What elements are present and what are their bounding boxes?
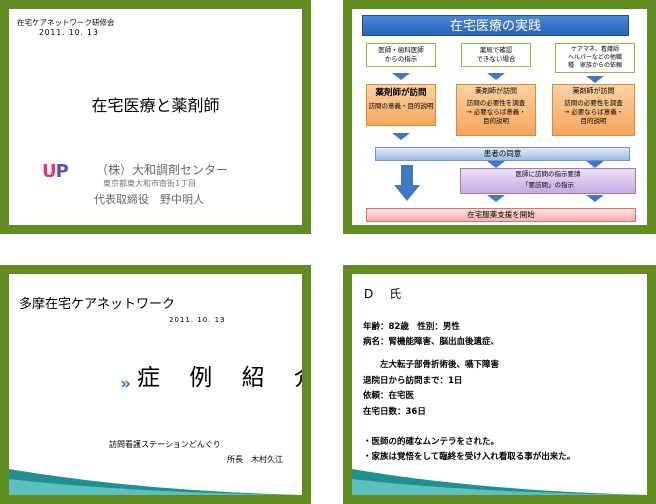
slide-3-content: 多摩在宅ケアネットワーク 2011. 10. 13 » 症 例 紹 介 訪問看護…: [9, 274, 302, 495]
flow-box-text: ケアマネ、看護師 ヘルパーなどの他職 種 家族からの依頼: [567, 46, 622, 69]
case-detail-line: 在宅日数：36日: [363, 407, 426, 417]
flow-box-sub: 訪問の意義・目的説明: [368, 102, 434, 110]
flow-box-text: 薬局で確認 できない場合: [476, 46, 516, 63]
flow-box-visit-1: 薬剤師が訪問 訪問の意義・目的説明: [366, 84, 436, 126]
slide-2-thumbnail[interactable]: 在宅医療の実践 医師・歯科医師 からの指示 薬局で確認 できない場合 ケアマネ、…: [343, 0, 656, 234]
slide-1-content: 在宅ケアネットワーク研修会 2011. 10. 13 在宅医療と薬剤師 UP （…: [9, 9, 302, 225]
flow-box-doctor: 医師・歯科医師 からの指示: [366, 43, 436, 67]
representative-name: 代表取締役 野中明人: [94, 193, 204, 206]
date-label: 2011. 10. 13: [169, 316, 226, 324]
slide-1-thumbnail[interactable]: 在宅ケアネットワーク研修会 2011. 10. 13 在宅医療と薬剤師 UP （…: [0, 0, 311, 234]
flow-box-visit-2: 薬剤師が訪問 訪問の必要性を調査 → 必要ならば意義・ 目的説明: [456, 84, 536, 136]
down-arrow-icon: [487, 73, 505, 80]
case-detail-line: 左大転子部骨折術後、嚥下障害: [363, 360, 500, 370]
flow-box-visit-3: 薬剤師が訪問 訪問の必要性を調査 → 必要ならば意義・ 目的説明: [552, 84, 635, 136]
consent-text: 患者の同意: [483, 149, 522, 158]
flow-box-main: 薬剤師が訪問: [572, 87, 615, 95]
start-support-bar: 在宅服薬支援を開始: [366, 208, 636, 222]
case-detail-line: 依頼：在宅医: [363, 391, 415, 401]
down-arrow-icon: [392, 73, 410, 80]
flow-box-main: 薬剤師が訪問: [475, 87, 517, 95]
consent-bar: 患者の同意: [375, 147, 630, 161]
slide-2-content: 在宅医療の実践 医師・歯科医師 からの指示 薬局で確認 できない場合 ケアマネ、…: [352, 9, 647, 225]
director-name: 所長 木村久江: [227, 455, 283, 464]
flow-box-pharmacy: 薬局で確認 できない場合: [461, 43, 531, 67]
company-logo: UP: [42, 161, 69, 182]
request-box: 医師に訪問の指示要請 「要訪問」の指示: [460, 168, 636, 194]
slide-title: 在宅医療の実践: [362, 15, 629, 36]
slide-title: D 氏: [364, 287, 404, 301]
down-arrow-icon: [586, 161, 604, 168]
down-arrow-icon: [487, 161, 505, 168]
case-detail-line: ・医師の的確なムンテラをされた。: [363, 437, 500, 447]
wave-decoration-icon: [352, 469, 647, 495]
slide-4-thumbnail[interactable]: D 氏 年齢：82歳 性別：男性 病名：腎機能障害、脳出血後遺症、 左大転子部骨…: [343, 265, 656, 504]
flow-box-main: 薬剤師が訪問: [375, 88, 427, 98]
case-detail-line: 年齢：82歳 性別：男性: [363, 322, 460, 332]
flow-box-text: 医師・歯科医師 からの指示: [378, 46, 424, 63]
flow-box-sub: 訪問の必要性を調査 → 必要ならば意義・ 目的説明: [563, 99, 624, 125]
down-arrow-icon: [586, 195, 604, 202]
date-label: 2011. 10. 13: [39, 28, 99, 37]
station-name: 訪問看護ステーションどんぐり: [109, 440, 221, 449]
company-address: 東京都東大和市南街1丁目: [103, 179, 197, 188]
wave-decoration-icon: [9, 469, 302, 495]
case-detail-line: 病名：腎機能障害、脳出血後遺症、: [363, 337, 500, 347]
start-support-text: 在宅服薬支援を開始: [467, 210, 535, 219]
large-down-arrow-icon: [394, 165, 420, 201]
slide-heading: 症 例 紹 介: [137, 365, 302, 391]
slide-title: 在宅医療と薬剤師: [91, 96, 220, 115]
request-line-2: 「要訪問」の指示: [522, 181, 574, 189]
slide-3-thumbnail[interactable]: 多摩在宅ケアネットワーク 2011. 10. 13 » 症 例 紹 介 訪問看護…: [0, 265, 311, 504]
organization-label: 在宅ケアネットワーク研修会: [17, 18, 115, 27]
request-line-1: 医師に訪問の指示要請: [515, 170, 581, 178]
case-detail-line: ・家族は覚悟をして臨終を受け入れ看取る事が出来た。: [363, 452, 576, 462]
chevron-icon: »: [120, 374, 131, 394]
down-arrow-icon: [487, 195, 505, 202]
flow-box-sub: 訪問の必要性を調査 → 必要ならば意義・ 目的説明: [466, 99, 526, 125]
slide-title: 多摩在宅ケアネットワーク: [19, 297, 176, 312]
case-detail-line: 退院日から訪問まで：1日: [363, 376, 463, 386]
company-name: （株）大和調剤センター: [96, 163, 229, 177]
down-arrow-icon: [586, 76, 604, 83]
flow-box-care: ケアマネ、看護師 ヘルパーなどの他職 種 家族からの依頼: [555, 43, 635, 73]
down-arrow-icon: [392, 133, 410, 140]
slide-4-content: D 氏 年齢：82歳 性別：男性 病名：腎機能障害、脳出血後遺症、 左大転子部骨…: [352, 274, 647, 495]
